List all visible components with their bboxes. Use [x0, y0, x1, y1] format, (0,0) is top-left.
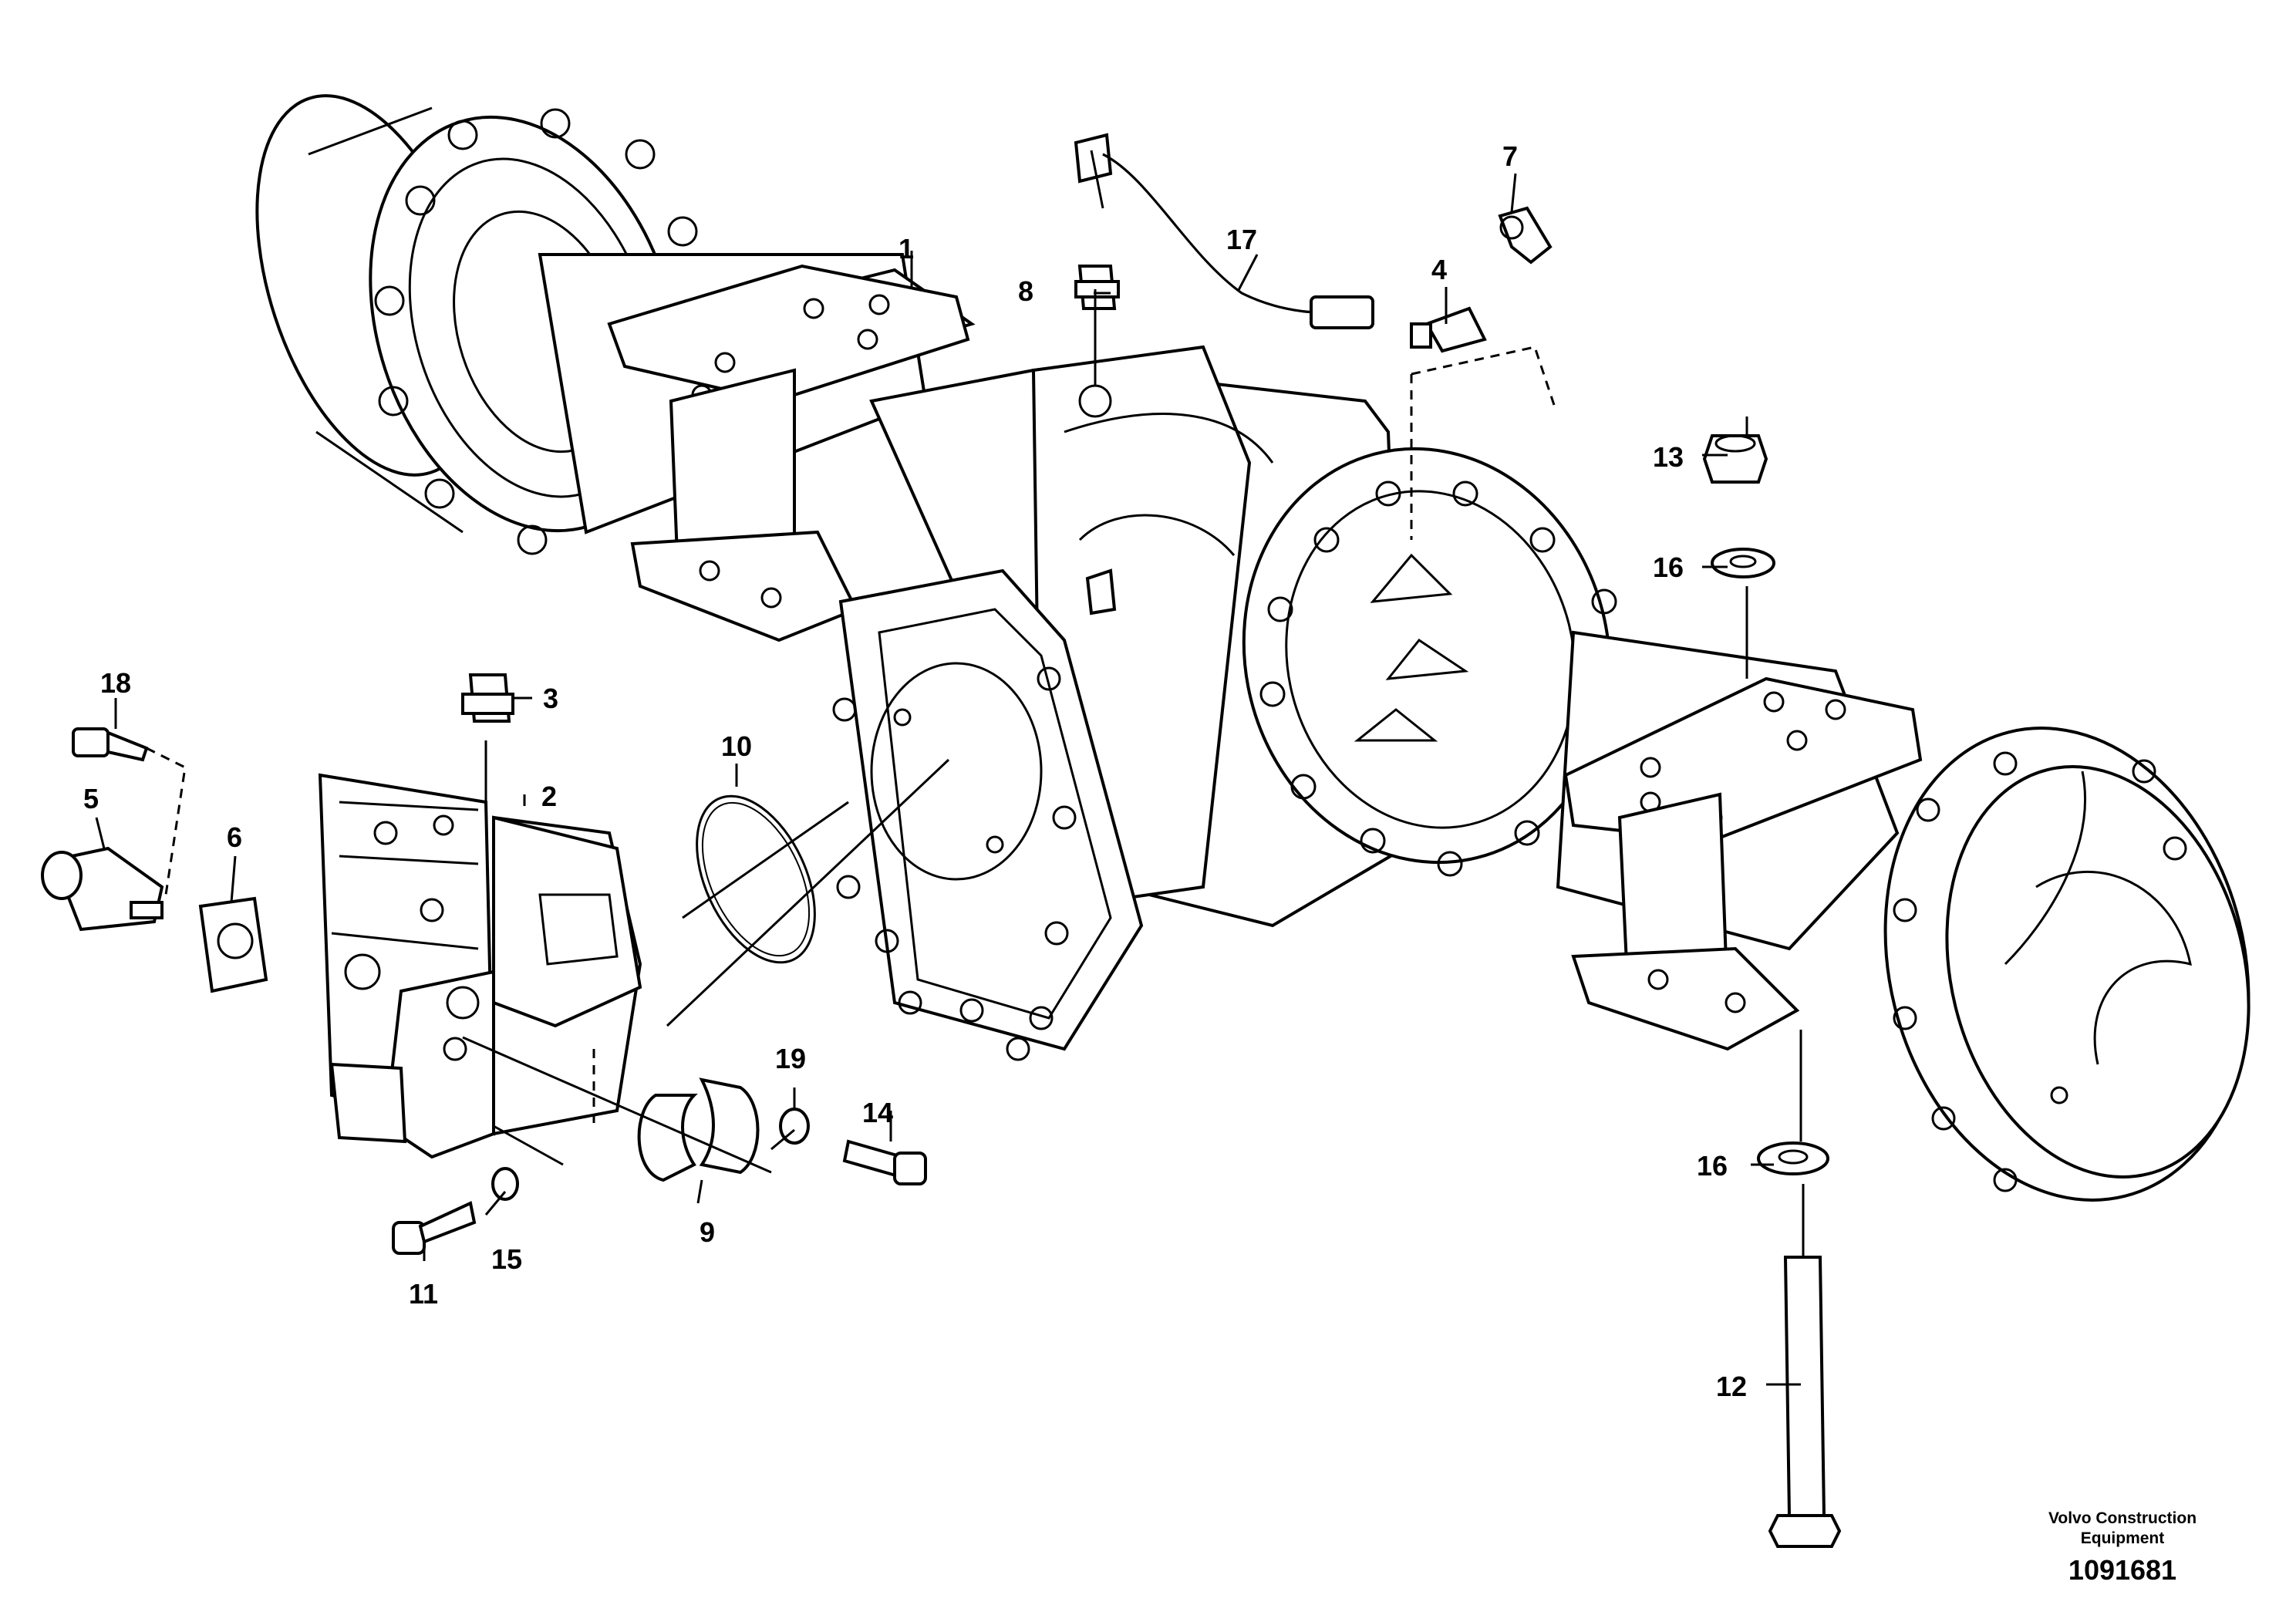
callout-6: 6: [227, 821, 242, 853]
washer-part-15: [491, 1167, 519, 1201]
callout-9: 9: [700, 1216, 715, 1248]
nut-part-13: [1702, 434, 1768, 484]
callout-4: 4: [1431, 254, 1447, 285]
right-axle-tube: [1556, 630, 1923, 1051]
footer: Volvo Construction Equipment 1091681: [2048, 1509, 2197, 1586]
o-ring-part-10-inner: [701, 801, 811, 957]
brand-line-1: Volvo Construction: [2048, 1509, 2197, 1527]
screw-part-14: [842, 1139, 927, 1185]
differential-housing: [832, 345, 1621, 1061]
callout-2: 2: [541, 781, 557, 812]
hose-part-17: [1074, 133, 1374, 329]
hydraulic-motor: [318, 773, 642, 1159]
screw-part-11: [392, 1201, 477, 1255]
callout-8: 8: [1018, 275, 1033, 307]
bolt-part-12: [1768, 1256, 1842, 1548]
washer-part-16-upper: [1711, 548, 1775, 578]
callout-17: 17: [1226, 224, 1257, 255]
callout-16-lower: 16: [1697, 1150, 1728, 1182]
figure-number: 1091681: [2068, 1554, 2176, 1586]
fitting-part-8: [1074, 265, 1120, 310]
callout-1: 1: [899, 233, 914, 265]
brand-line-2: Equipment: [2081, 1529, 2165, 1547]
elbow-part-7: [1498, 206, 1553, 265]
callout-11: 11: [409, 1278, 438, 1310]
washer-part-16-upper-hole: [1729, 555, 1757, 568]
fitting-part-3: [461, 673, 514, 723]
clamp-part-9: [637, 1077, 760, 1182]
callout-labels: 1 2 3 4 5 6 7 8 9 10 11 12 13 14 15 16 1…: [83, 140, 1747, 1402]
callout-13: 13: [1653, 441, 1684, 473]
callout-3: 3: [543, 683, 558, 714]
right-wheel-hub: [1883, 727, 2250, 1202]
o-ring-part-10: [696, 794, 816, 964]
washer-part-16-lower-hole: [1778, 1149, 1809, 1165]
callout-15: 15: [491, 1243, 522, 1275]
elbow-part-4: [1410, 306, 1487, 353]
callout-7: 7: [1502, 140, 1518, 172]
callout-12: 12: [1716, 1371, 1747, 1402]
screw-part-18: [72, 727, 149, 762]
callout-14: 14: [862, 1097, 893, 1128]
callout-10: 10: [721, 730, 752, 762]
left-axle-tube: [538, 253, 976, 642]
leader-lines: [95, 150, 1805, 1386]
callout-18: 18: [100, 667, 131, 699]
dashed-leader-lines: [146, 346, 1556, 1126]
callout-5: 5: [83, 783, 99, 814]
washer-part-16-lower: [1757, 1141, 1829, 1175]
callout-16-upper: 16: [1653, 551, 1684, 583]
connector-part-5: [41, 846, 164, 932]
callout-19: 19: [775, 1043, 806, 1074]
flange-part-6: [198, 896, 268, 993]
